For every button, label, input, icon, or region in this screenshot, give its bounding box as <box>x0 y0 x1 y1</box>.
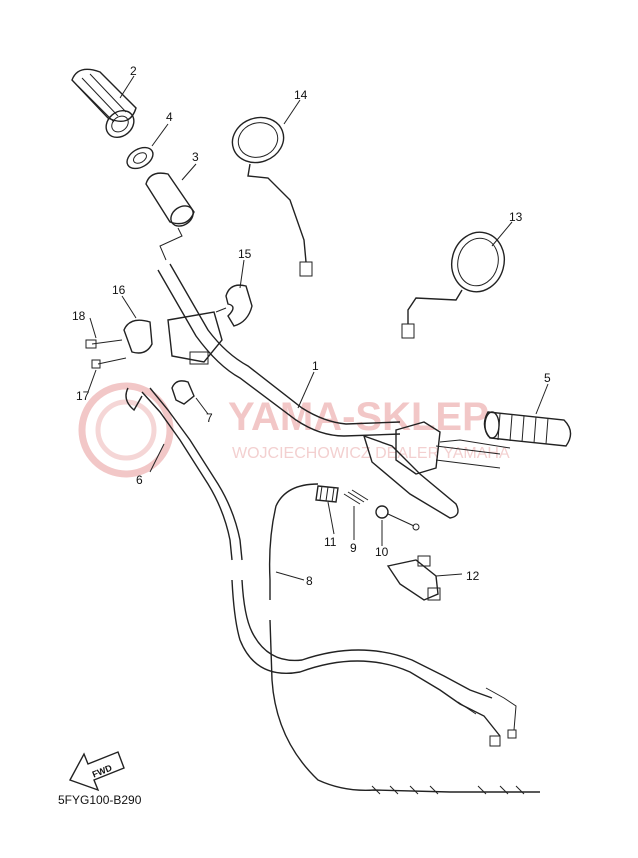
label-part-1: 1 <box>312 359 319 373</box>
label-part-15: 15 <box>238 247 252 261</box>
watermark-subtitle: WOJCIECHOWICZ DEALER YAMAHA <box>232 445 510 462</box>
part-mirror-left <box>231 116 313 277</box>
label-part-12: 12 <box>466 569 480 583</box>
part-cable-clamp <box>171 380 195 405</box>
part-grip-left <box>71 68 137 139</box>
label-part-8: 8 <box>306 574 313 588</box>
part-throttle-cable <box>125 387 517 747</box>
part-screw-18 <box>85 339 123 349</box>
label-part-10: 10 <box>375 545 389 559</box>
label-part-14: 14 <box>294 88 308 102</box>
label-part-7: 7 <box>206 411 213 425</box>
label-part-5: 5 <box>544 371 551 385</box>
label-part-3: 3 <box>192 150 199 164</box>
part-adjuster <box>315 485 339 503</box>
part-handlebar <box>157 263 401 437</box>
part-lever-assembly <box>362 421 511 519</box>
leader-lines <box>87 75 549 581</box>
part-mirror-right <box>401 231 505 339</box>
label-part-4: 4 <box>166 110 173 124</box>
part-screw-17 <box>91 357 127 369</box>
part-nut <box>375 505 420 531</box>
watermark: YAMA-SKLEP WOJCIECHOWICZ DEALER YAMAHA <box>78 382 510 478</box>
part-lever-holder <box>386 555 441 601</box>
label-part-18: 18 <box>72 309 86 323</box>
diagram-code: 5FYG100-B290 <box>58 793 142 807</box>
part-holder-upper <box>225 284 253 327</box>
label-part-2: 2 <box>130 64 137 78</box>
label-part-11: 11 <box>324 535 337 549</box>
part-holder-lower <box>123 319 153 354</box>
label-part-6: 6 <box>136 473 143 487</box>
part-spring <box>343 489 369 505</box>
part-washer <box>126 146 154 170</box>
label-part-13: 13 <box>509 210 523 224</box>
fwd-arrow-icon: FWD <box>68 751 125 792</box>
watermark-title: YAMA-SKLEP <box>228 395 489 439</box>
label-part-17: 17 <box>76 389 90 403</box>
part-throttle-tube <box>145 172 195 227</box>
label-part-9: 9 <box>350 541 357 555</box>
part-grip-right <box>483 411 572 447</box>
label-part-16: 16 <box>112 283 126 297</box>
part-clutch-cable <box>268 483 540 795</box>
